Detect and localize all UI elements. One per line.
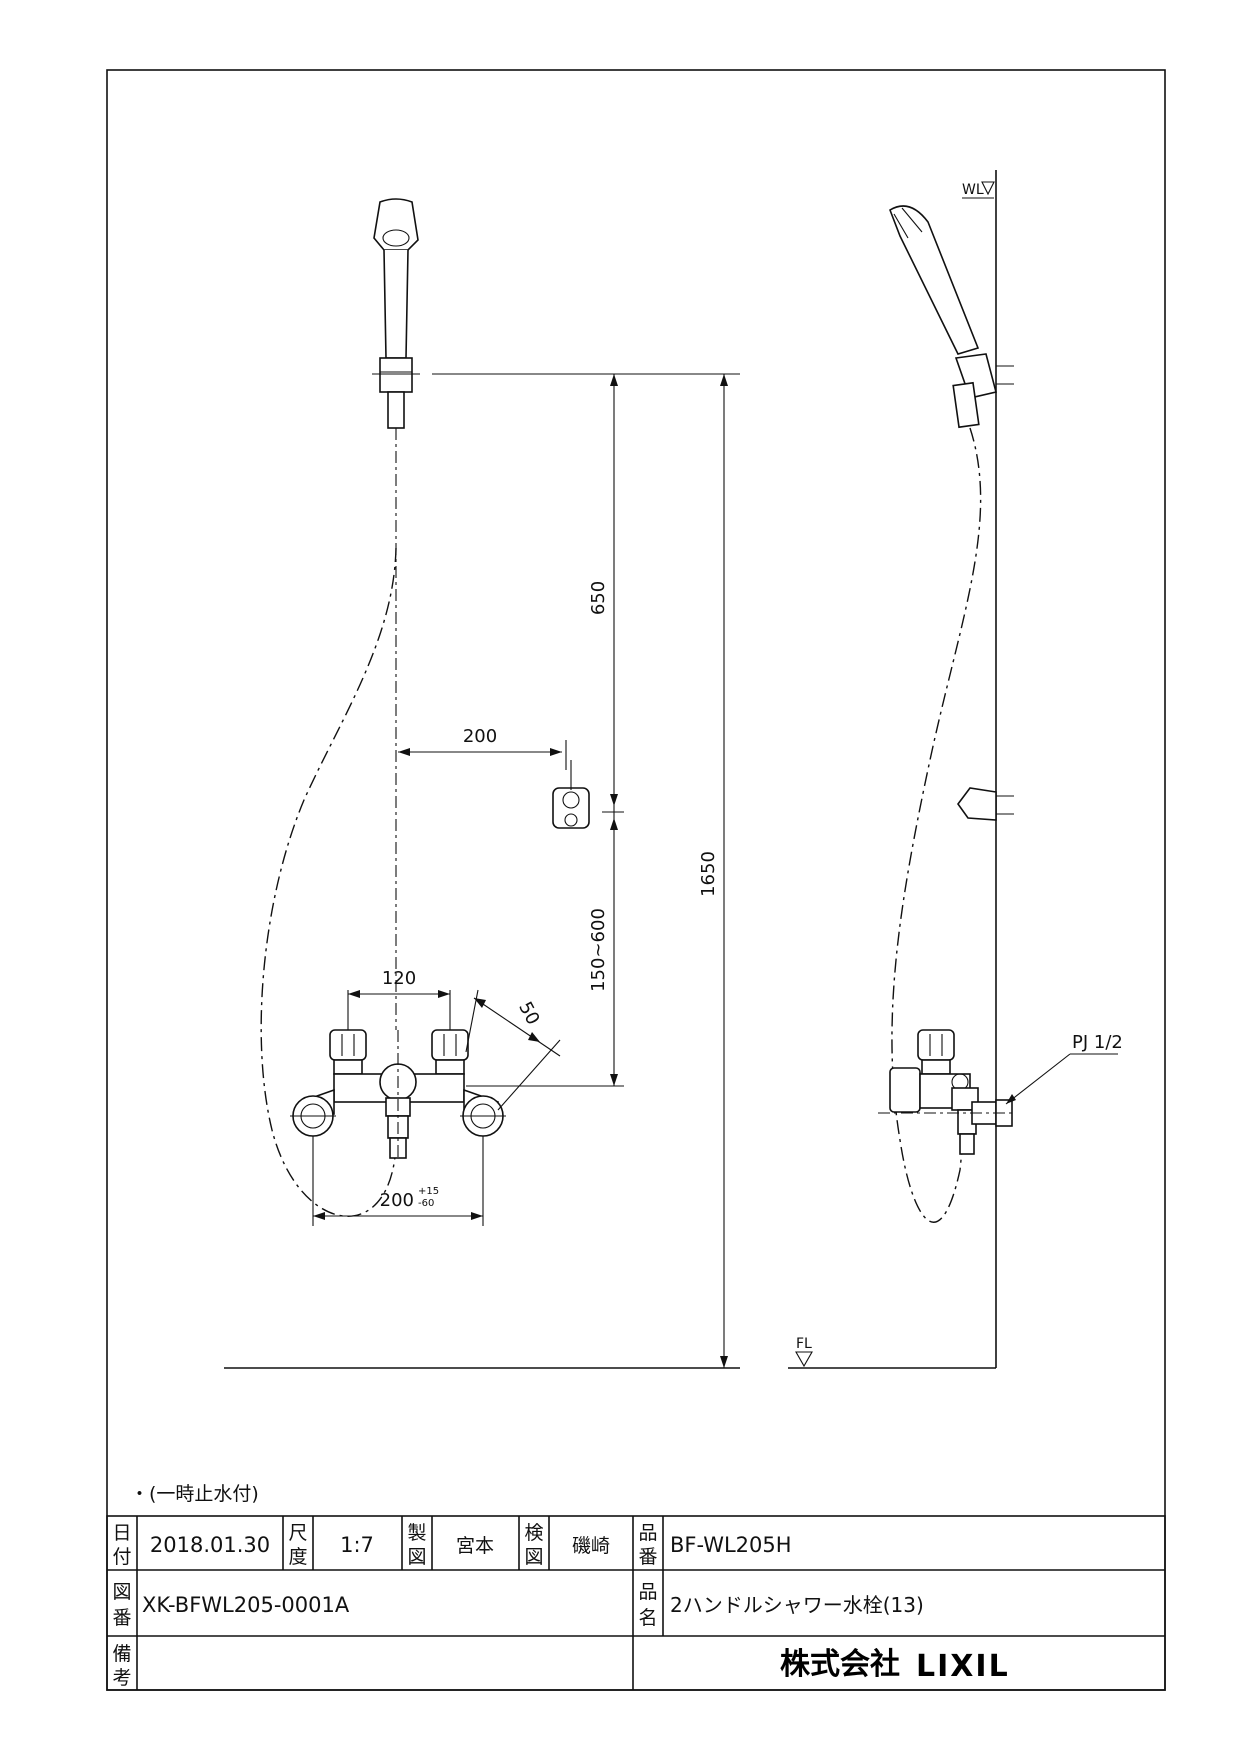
label-scale-1: 尺	[288, 1522, 307, 1544]
wl-label: WL	[962, 182, 984, 198]
dim-200-top: 200	[398, 726, 567, 770]
front-view: 200 120 50 200 +15	[224, 198, 740, 1369]
label-drawn-2: 図	[407, 1546, 426, 1568]
company-brand: LIXIL	[916, 1649, 1010, 1684]
dim-tol-lower: -60	[418, 1198, 434, 1209]
value-date: 2018.01.30	[150, 1533, 270, 1557]
label-date-2: 付	[112, 1546, 131, 1568]
dim-label-650: 650	[588, 581, 609, 615]
note-text: ・(一時止水付)	[130, 1483, 259, 1505]
label-checked-1: 検	[524, 1522, 543, 1544]
hose-path-front	[260, 547, 397, 1217]
label-scale-2: 度	[288, 1546, 307, 1568]
dim-200-base: 200 +15 -60	[312, 1136, 484, 1226]
value-checked-by: 磯崎	[572, 1535, 610, 1557]
title-block: 日 付 尺 度 製 図 検 図 品 番 図 番 品 名 備 考 2018.01.…	[106, 1515, 1166, 1691]
fl-label: FL	[796, 1336, 812, 1352]
value-drawing-no: XK-BFWL205-0001A	[142, 1593, 350, 1617]
dim-label-1650: 1650	[698, 851, 719, 897]
label-part-no-2: 番	[638, 1546, 657, 1568]
label-part-no-1: 品	[638, 1522, 657, 1544]
dim-label-150-600: 150~600	[588, 908, 609, 992]
label-remarks-1: 備	[112, 1643, 131, 1665]
label-date-1: 日	[112, 1522, 131, 1544]
value-scale: 1:7	[340, 1533, 374, 1557]
dim-label-120: 120	[382, 968, 416, 989]
wall-bracket-front	[552, 760, 590, 829]
faucet-body-front	[290, 1029, 506, 1160]
value-drawn-by: 宮本	[456, 1535, 494, 1557]
dim-tol-upper: +15	[418, 1186, 439, 1197]
company-name: 株式会社	[780, 1647, 900, 1682]
shower-head-front	[373, 198, 419, 429]
dim-label-200: 200	[463, 726, 497, 747]
pj-label: PJ 1/2	[1072, 1032, 1123, 1053]
label-drawing-no-2: 番	[112, 1607, 131, 1629]
dim-vertical-inner: 650 150~600	[432, 373, 628, 1087]
sheet-border	[106, 69, 1166, 1691]
label-drawn-1: 製	[407, 1522, 426, 1544]
label-product-name-2: 名	[638, 1607, 657, 1629]
value-part-no: BF-WL205H	[670, 1533, 792, 1557]
label-remarks-2: 考	[112, 1667, 131, 1689]
dim-label-200-base: 200	[380, 1190, 414, 1211]
shower-head-side	[889, 205, 1014, 429]
fl-marker: FL	[795, 1336, 813, 1368]
label-product-name-1: 品	[638, 1581, 657, 1603]
wl-marker: WL	[962, 181, 995, 199]
value-product-name: 2ハンドルシャワー水栓(13)	[670, 1593, 924, 1617]
label-checked-2: 図	[524, 1546, 543, 1568]
side-view: WL FL	[788, 170, 1123, 1369]
label-drawing-no-1: 図	[112, 1581, 131, 1603]
dim-label-50: 50	[514, 998, 543, 1028]
dim-vertical-1650: 1650	[628, 373, 740, 1368]
hook-side	[957, 787, 1014, 821]
hose-path-side	[891, 427, 982, 1223]
dim-120: 120	[347, 968, 451, 1030]
pj-callout: PJ 1/2	[1005, 1032, 1123, 1105]
faucet-side	[878, 1029, 1016, 1155]
dim-50: 50	[465, 989, 561, 1111]
